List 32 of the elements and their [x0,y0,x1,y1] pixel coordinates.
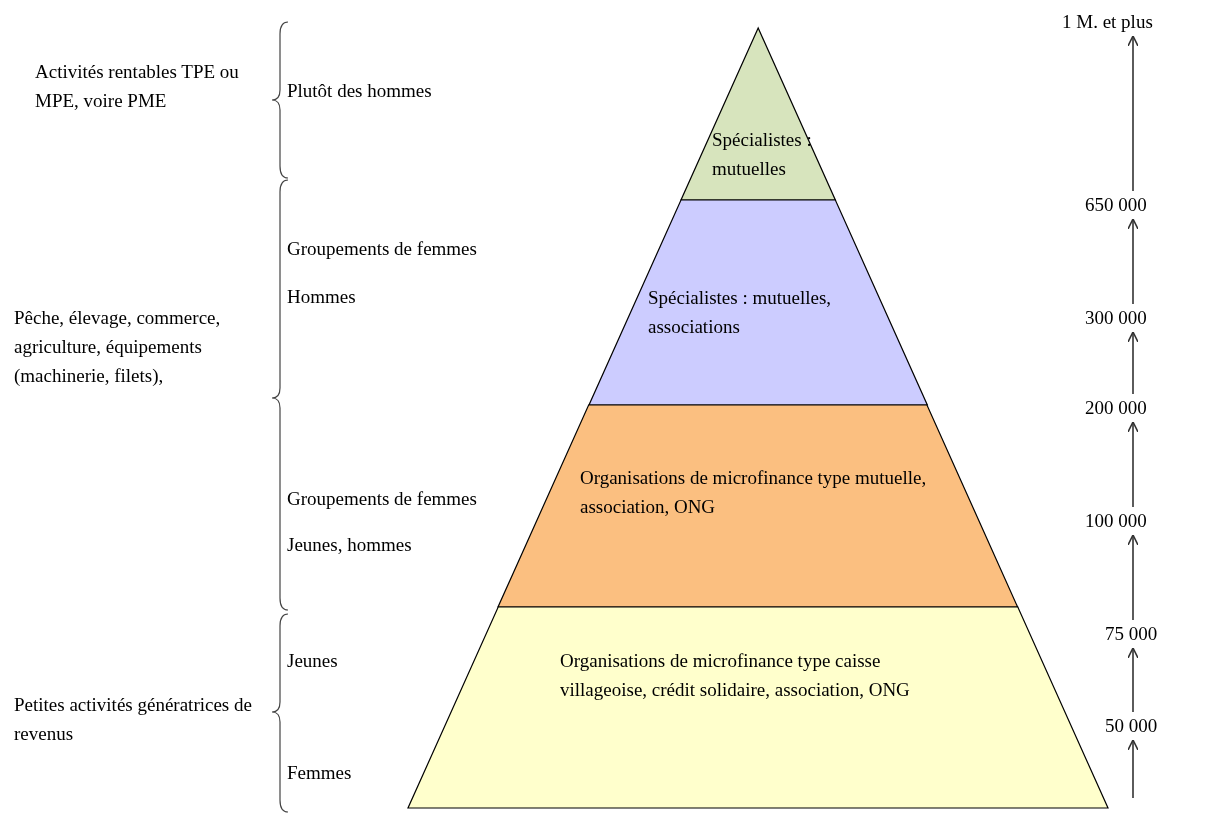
arrow [1127,218,1139,305]
arrow [1127,331,1139,395]
tier-label: Organisations de microfinance type caisse villageoise, crédit solidaire, association, ONG [560,649,911,702]
arrow [1127,647,1139,713]
arrow [1127,739,1139,799]
scale-value: 650 000 [1085,193,1147,217]
pyramid-tier [408,607,1108,808]
scale-value: 50 000 [1105,714,1158,738]
scale-value: 1 M. et plus [1062,10,1153,34]
arrow [1127,534,1139,621]
group-label: Groupements de femmes [287,237,478,261]
group-label: Plutôt des hommes [287,79,433,103]
group-label: Jeunes [287,649,339,673]
activity-label: Pêche, élevage, commerce, agriculture, équipements (machinerie, filets), [14,306,222,388]
group-label: Femmes [287,761,353,785]
pyramid-tier [588,200,928,405]
pyramid-tier [680,28,836,200]
group-label: Jeunes, hommes [287,533,413,557]
scale-value: 200 000 [1085,396,1147,420]
group-label: Groupements de femmes [287,487,478,511]
arrow [1127,421,1139,508]
activity-label: Petites activités génératrices de revenus [14,693,253,746]
activity-label: Activités rentables TPE ou MPE, voire PME [35,60,240,113]
tier-label: Organisations de microfinance type mutuelle, association, ONG [580,466,928,519]
scale-value: 300 000 [1085,306,1147,330]
tier-label: Spécialistes : mutuelles, associations [648,286,833,339]
scale-value: 100 000 [1085,509,1147,533]
group-label: Hommes [287,285,357,309]
tier-label: Spécialistes : mutuelles [712,128,813,181]
scale-value: 75 000 [1105,622,1158,646]
pyramid-tier [498,405,1018,607]
arrow [1127,35,1139,192]
